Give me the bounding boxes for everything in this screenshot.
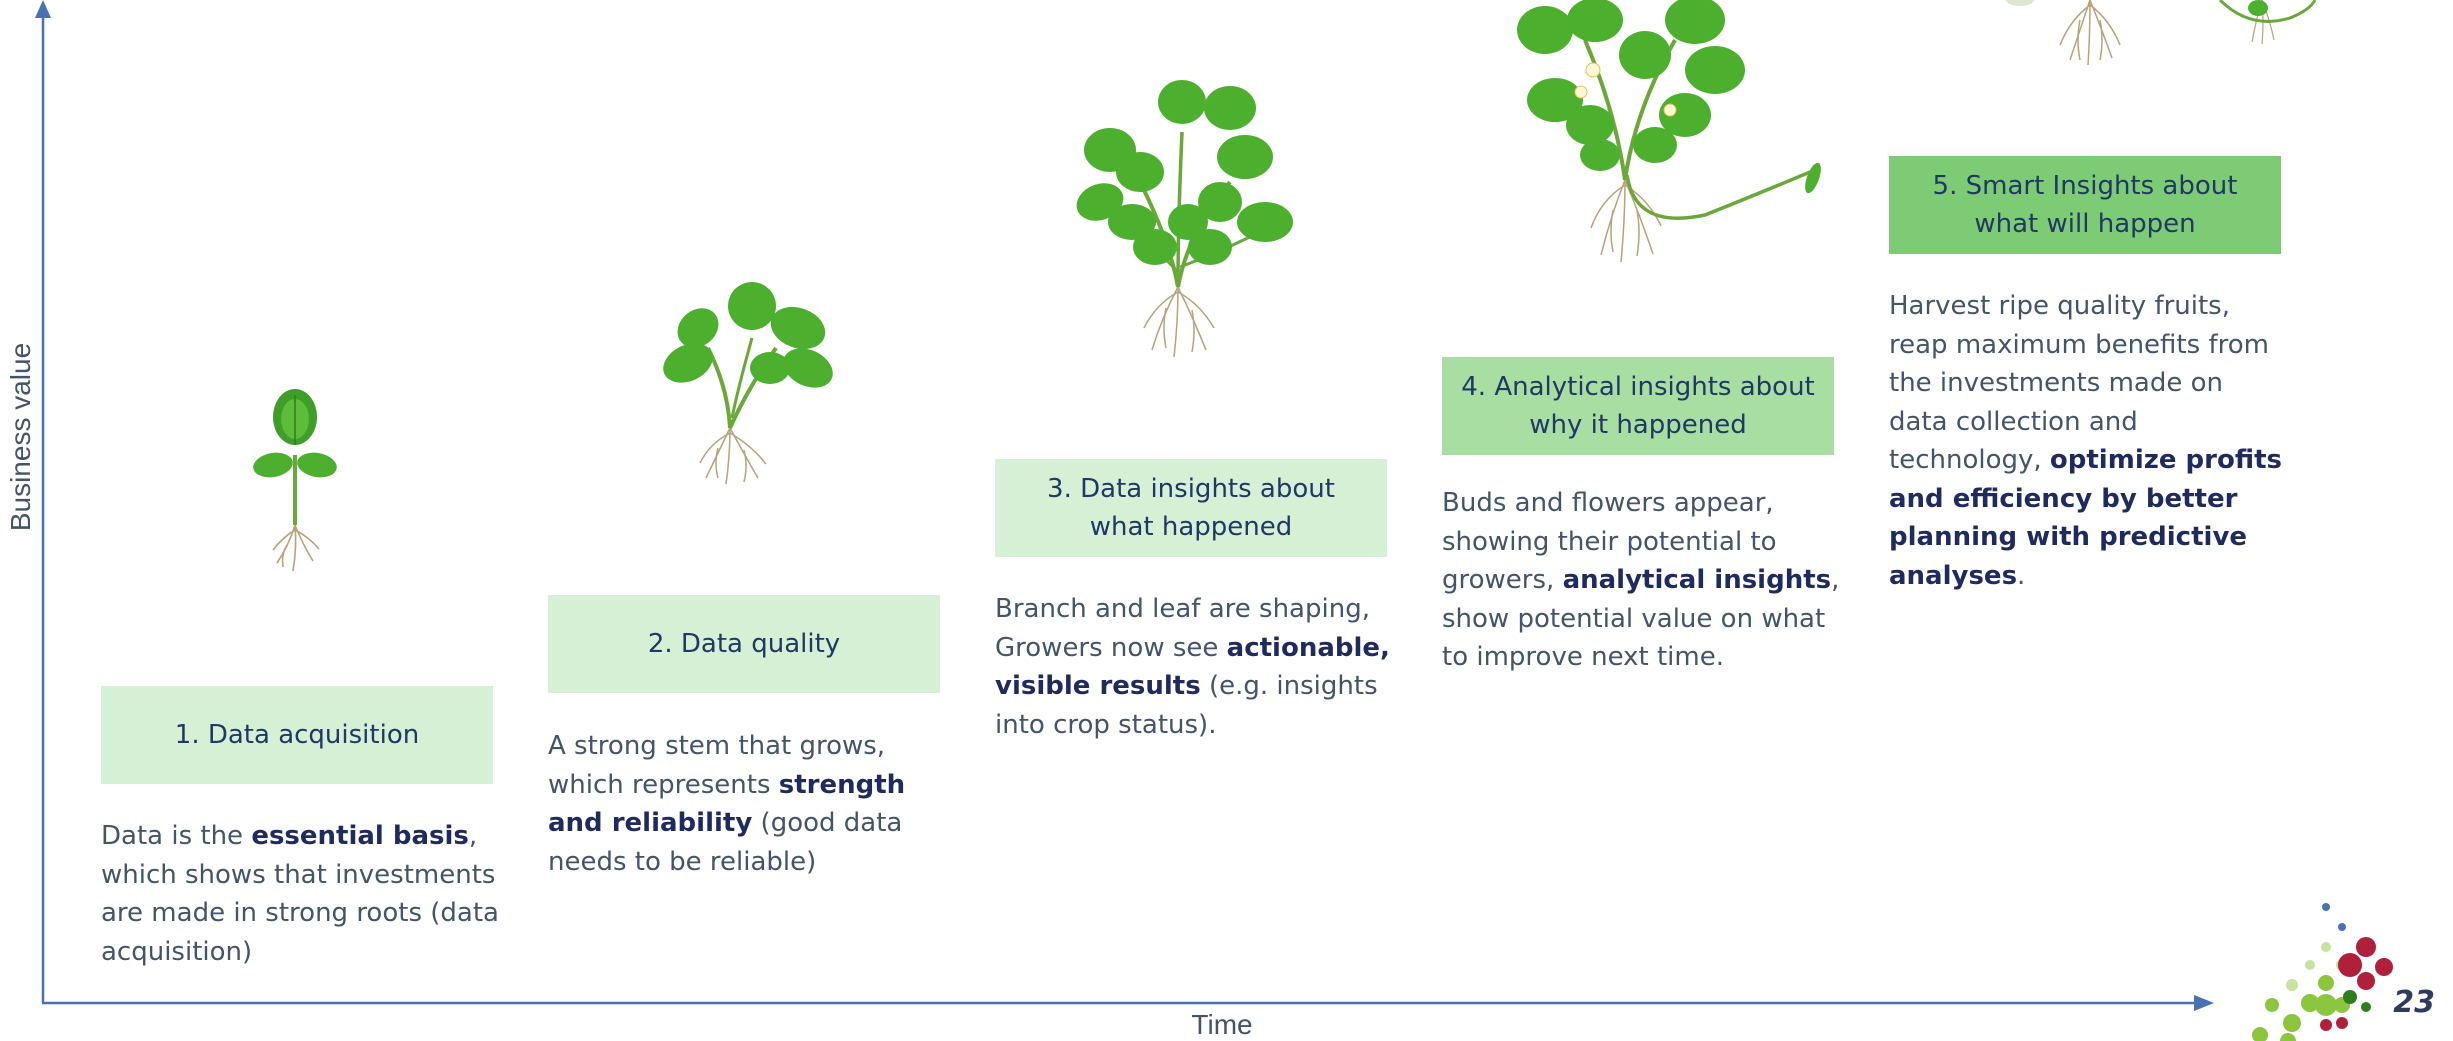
page-number: 23 [2393, 985, 2435, 1020]
stage-3-description: Branch and leaf are shaping, Growers now… [995, 594, 1390, 740]
stage-5-description: Harvest ripe quality fruits, reap maximu… [1889, 291, 2283, 591]
y-axis-arrow [35, 0, 51, 18]
stage-2-description: A strong stem that grows, which represen… [548, 731, 906, 877]
stage-1-title-box: 1. Data acquisition [101, 686, 493, 784]
stage-2-title: 2. Data quality [647, 629, 841, 659]
fruiting-plant-icon [2006, 0, 2317, 66]
stage-1-title: 1. Data acquisition [174, 720, 420, 750]
stage-3-title-box: 3. Data insights about what happened [995, 459, 1387, 557]
dot-cluster-logo [2252, 903, 2393, 1041]
stage-1-description: Data is the essential basis, which shows… [101, 821, 499, 967]
stage-4-description: Buds and flowers appear, showing their p… [1442, 488, 1840, 672]
flowering-plant-icon [1517, 0, 1821, 263]
stage-5-title: 5. Smart Insights about what will happen [1932, 171, 2238, 239]
seedling-icon [253, 389, 337, 572]
y-axis-label: Business value [5, 342, 36, 532]
x-axis-label: Time [1191, 1009, 1253, 1040]
stage-5-title-box: 5. Smart Insights about what will happen [1889, 156, 2281, 254]
leafy-plant-icon [1076, 80, 1293, 358]
stage-3-title: 3. Data insights about what happened [1047, 474, 1335, 542]
stage-4-title: 4. Analytical insights about why it happ… [1461, 372, 1815, 440]
stage-4-title-box: 4. Analytical insights about why it happ… [1442, 357, 1834, 455]
x-axis-arrow [2194, 995, 2214, 1011]
stage-2-title-box: 2. Data quality [548, 595, 940, 693]
young-plant-icon [663, 282, 833, 485]
